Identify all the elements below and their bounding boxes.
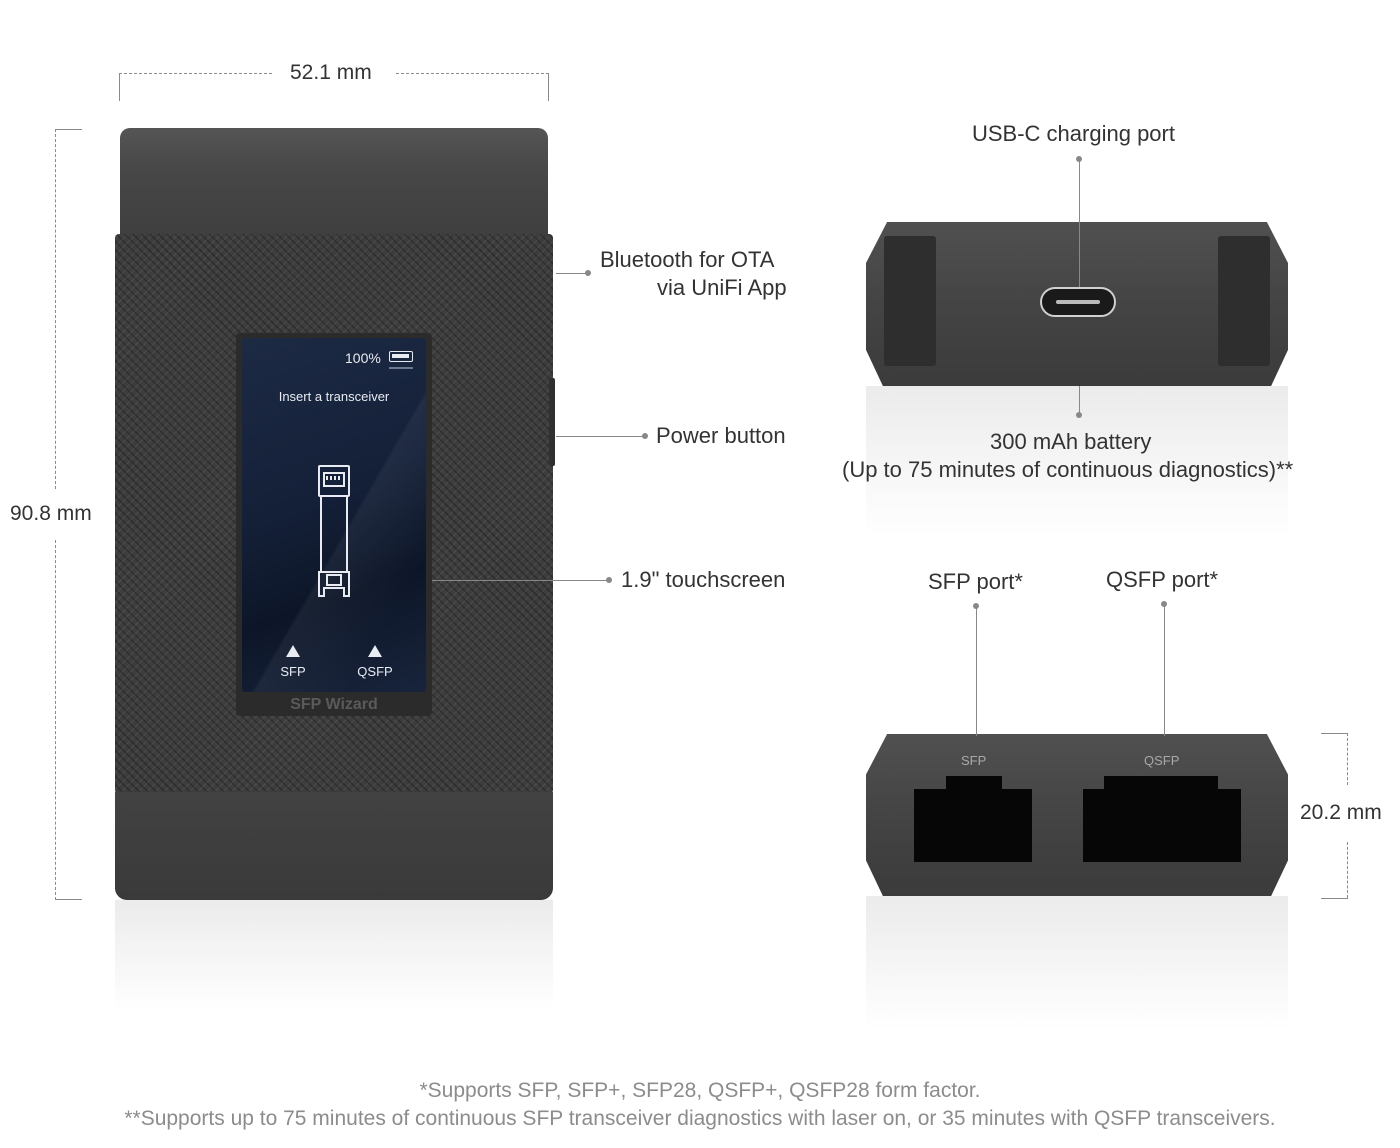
- bluetooth-label-line2: via UniFi App: [657, 275, 787, 300]
- screen-sfp-button[interactable]: SFP: [280, 664, 306, 679]
- bluetooth-label-line1: Bluetooth for OTA: [600, 247, 775, 272]
- qsfp-port: [1083, 789, 1241, 862]
- width-dim-tick-left: [119, 73, 120, 101]
- usb-c-port: [1040, 287, 1116, 317]
- battery-label-line2: (Up to 75 minutes of continuous diagnost…: [842, 457, 1294, 482]
- left-clip: [884, 236, 936, 366]
- sfp-port-label: SFP port*: [928, 569, 1023, 594]
- battery-icon: [389, 351, 413, 362]
- transceiver-icon: [318, 465, 350, 597]
- device-bottom-cap: [115, 792, 553, 900]
- device-reflection: [115, 900, 553, 1010]
- qsfp-port-label: QSFP port*: [1106, 567, 1219, 592]
- height-dimension-label: 90.8 mm: [10, 502, 92, 525]
- battery-underline: [389, 367, 413, 369]
- usb-label: USB-C charging port: [972, 121, 1175, 146]
- power-label: Power button: [656, 423, 786, 448]
- footnote-2: **Supports up to 75 minutes of continuou…: [124, 1107, 1276, 1130]
- touchscreen[interactable]: 100% Insert a transceiver SFP QSFP: [242, 338, 426, 692]
- power-button[interactable]: [549, 378, 555, 466]
- width-dim-tick-right: [548, 73, 549, 101]
- width-dim-line-right: [396, 73, 549, 74]
- qsfp-arrow-up-icon: [368, 645, 382, 657]
- height-dim-tick-top: [55, 129, 82, 130]
- screen-qsfp-button[interactable]: QSFP: [357, 664, 393, 679]
- depth-dimension-label: 20.2 mm: [1300, 801, 1382, 824]
- qsfp-port-printed-label: QSFP: [1144, 753, 1180, 768]
- sfp-port: [914, 789, 1032, 862]
- width-dim-line-left: [119, 73, 272, 74]
- screen-battery-percent: 100%: [345, 350, 381, 366]
- sfp-arrow-up-icon: [286, 645, 300, 657]
- device-top-cap: [120, 128, 548, 236]
- footnote-1: *Supports SFP, SFP+, SFP28, QSFP+, QSFP2…: [419, 1079, 981, 1102]
- sfp-port-printed-label: SFP: [961, 753, 987, 768]
- height-dim-line-top: [55, 129, 56, 489]
- device-brand-label: SFP Wizard: [290, 696, 378, 713]
- width-dimension-label: 52.1 mm: [290, 61, 372, 84]
- touchscreen-label: 1.9" touchscreen: [621, 567, 786, 592]
- battery-label-line1: 300 mAh battery: [990, 429, 1152, 454]
- right-clip: [1218, 236, 1270, 366]
- height-dim-tick-bottom: [55, 899, 82, 900]
- height-dim-line-bottom: [55, 540, 56, 900]
- screen-prompt: Insert a transceiver: [278, 389, 390, 404]
